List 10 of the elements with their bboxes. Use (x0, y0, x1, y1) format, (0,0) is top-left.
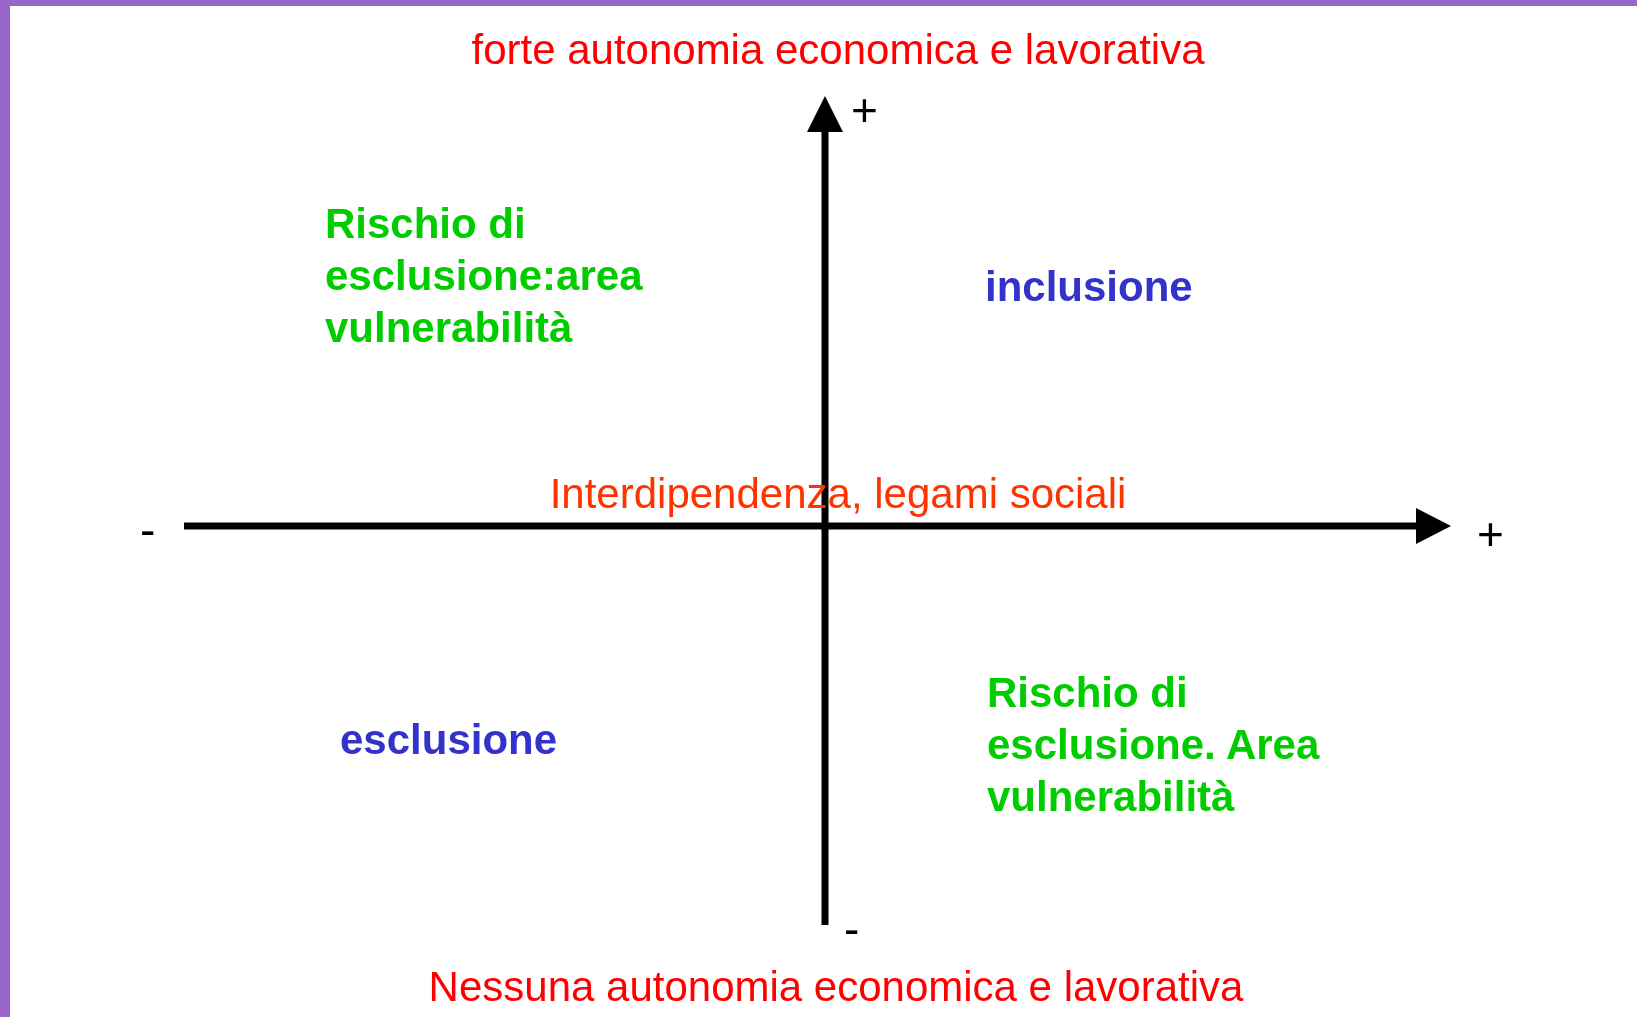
axis-sign: + (1477, 508, 1504, 560)
quadrant-label: Rischio di esclusione:area vulnerabilità (325, 199, 644, 353)
axis-title: forte autonomia economica e lavorativa (471, 25, 1205, 75)
quadrant-label: esclusione (340, 715, 558, 765)
axis-sign: + (851, 84, 878, 136)
axis-sign: - (844, 903, 860, 955)
axis-title: Nessuna autonomia economica e lavorativa (428, 962, 1244, 1012)
axis-sign: - (140, 504, 156, 556)
quadrant-label: inclusione (985, 262, 1193, 312)
quadrant-label: Rischio di esclusione. Area vulnerabilità (987, 668, 1321, 822)
